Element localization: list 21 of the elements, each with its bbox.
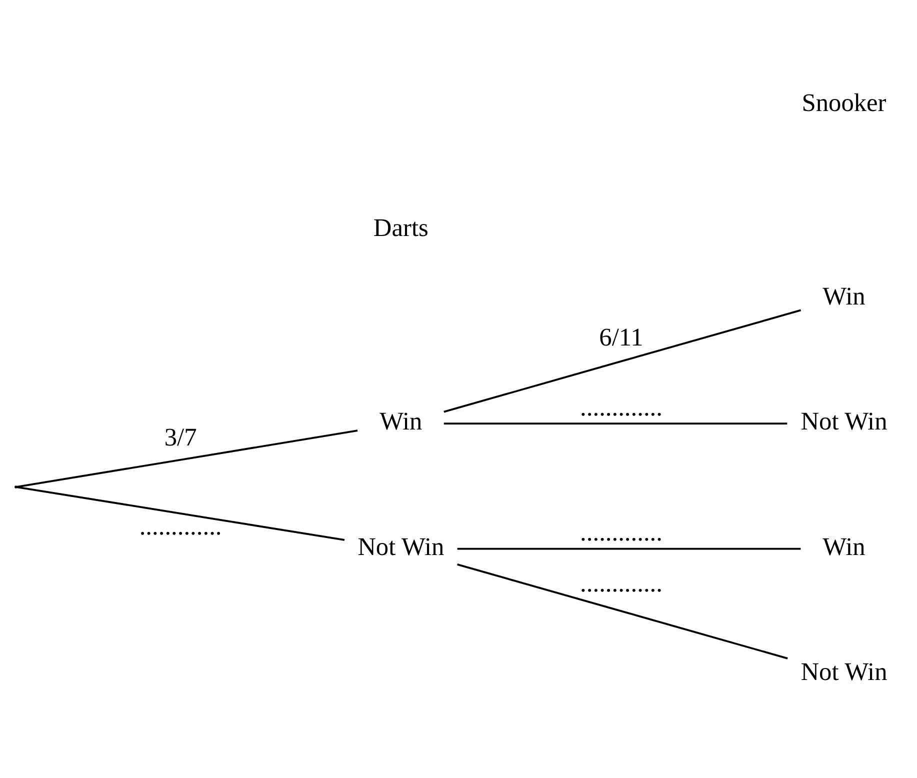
label: Snooker (801, 88, 886, 116)
connector (16, 486, 344, 540)
connector (16, 429, 358, 488)
node-text: Not Win (357, 532, 444, 560)
edge-label: ............. (580, 518, 662, 546)
node-text: Not Win (800, 407, 887, 436)
connector (456, 563, 788, 659)
edge-label: ............. (580, 392, 662, 421)
label: Darts (372, 214, 428, 242)
edge-label: ............. (580, 568, 662, 597)
node-point (14, 485, 17, 488)
connector (443, 422, 787, 424)
edge-label: 3/7 (164, 422, 196, 451)
connector (456, 547, 800, 550)
edge-label: 6/11 (598, 323, 643, 352)
node-text: Win (822, 282, 865, 310)
node-text: Not Win (800, 658, 887, 686)
connector (443, 308, 801, 412)
edge-label: ............. (138, 512, 222, 540)
node-text: Win (379, 407, 422, 436)
node-text: Win (822, 532, 865, 560)
